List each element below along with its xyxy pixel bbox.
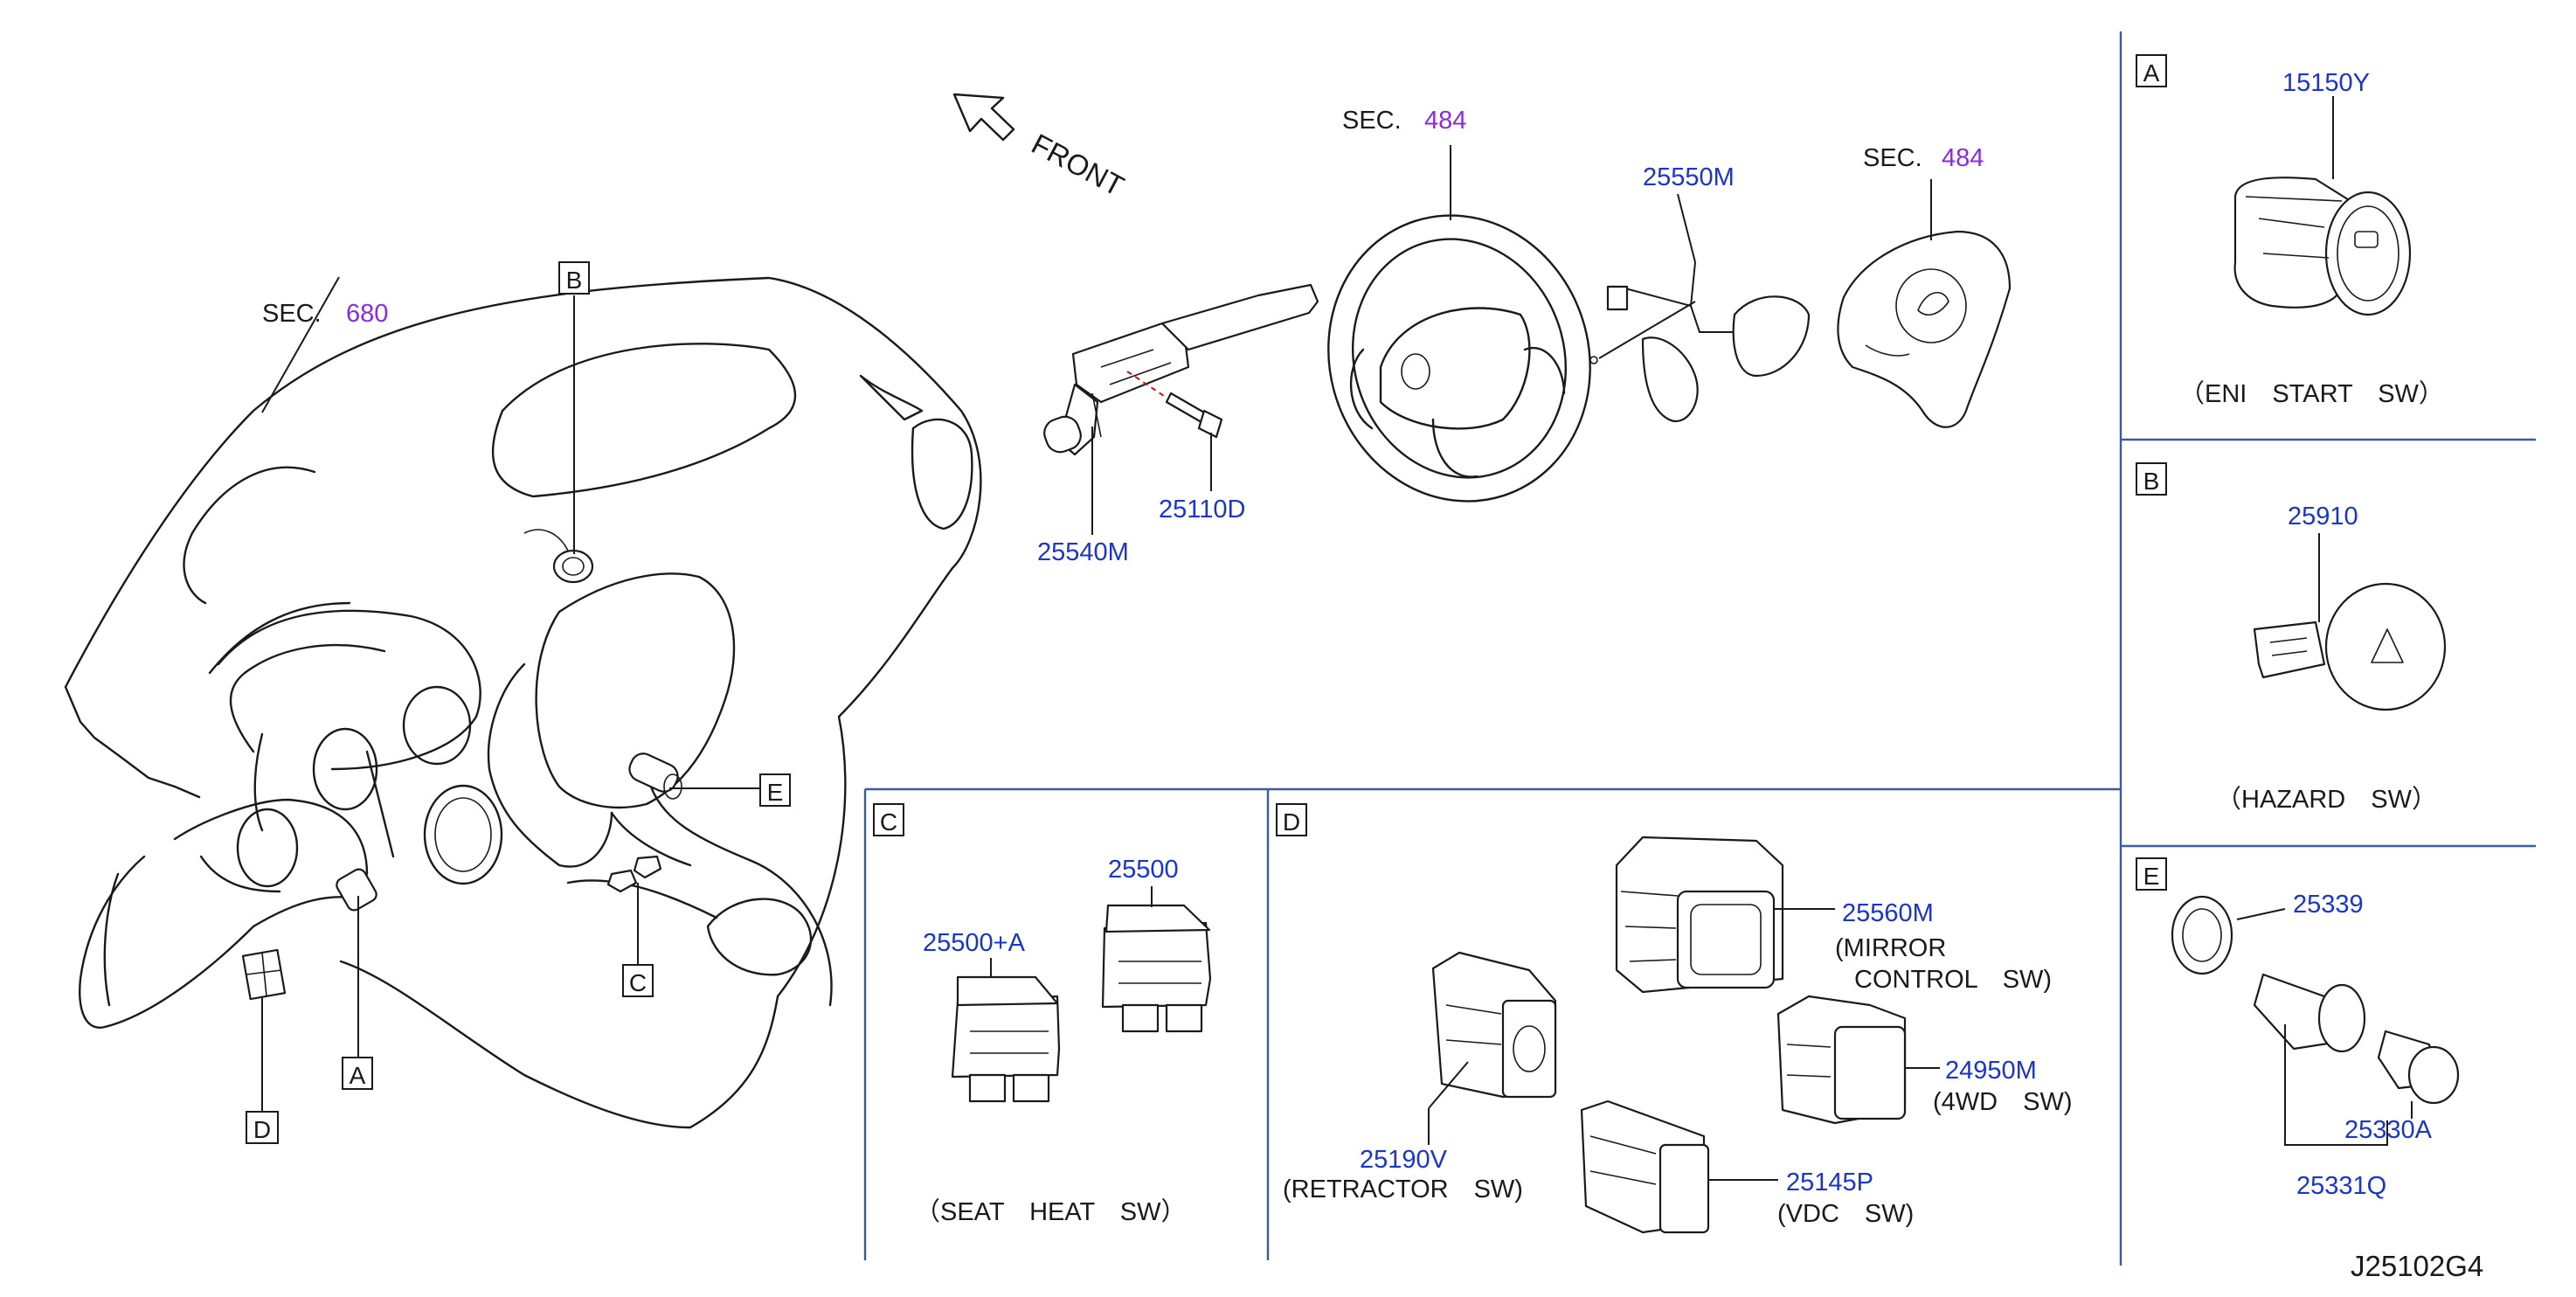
sec-484-airbag-number[interactable]: 484 <box>1942 144 1984 172</box>
steering-wheel <box>1327 145 1591 503</box>
caption-eni-start: （ENI START SW） <box>2179 380 2444 408</box>
part-25145P[interactable]: 25145P <box>1786 1169 1873 1196</box>
d-panel-switches <box>1428 836 1940 1234</box>
panel-borders <box>863 31 2536 1266</box>
eni-start-switch <box>2233 96 2412 316</box>
caption-seat-heat: （SEAT HEAT SW） <box>915 1198 1186 1226</box>
callout-e-dash: E <box>767 779 784 806</box>
sec-484-airbag-prefix: SEC. <box>1863 144 1922 172</box>
part-24950M[interactable]: 24950M <box>1945 1057 2037 1085</box>
part-25500A[interactable]: 25500+A <box>923 929 1026 957</box>
part-25540M[interactable]: 25540M <box>1037 538 1129 566</box>
panel-a-label: A <box>2143 59 2160 87</box>
part-25550M[interactable]: 25550M <box>1643 163 1735 191</box>
steering-switch-harness <box>1589 193 1811 422</box>
cigarette-lighter <box>2171 895 2460 1146</box>
caption-retractor: (RETRACTOR SW) <box>1283 1176 1523 1203</box>
caption-vdc: (VDC SW) <box>1777 1200 1914 1228</box>
part-15150Y[interactable]: 15150Y <box>2282 69 2370 97</box>
panel-e-label: E <box>2143 863 2160 890</box>
panel-d-label: D <box>1283 808 1300 836</box>
panel-b-label: B <box>2143 468 2160 495</box>
sec-680-prefix: SEC. <box>262 300 322 328</box>
part-25339[interactable]: 25339 <box>2293 891 2364 919</box>
part-25500[interactable]: 25500 <box>1108 856 1179 884</box>
part-25331Q[interactable]: 25331Q <box>2296 1172 2386 1200</box>
seat-heat-switches <box>951 886 1212 1103</box>
callout-b-dash: B <box>566 267 583 294</box>
sec-484-wheel-prefix: SEC. <box>1342 107 1402 135</box>
combination-switch <box>1043 283 1319 535</box>
sec-484-wheel-number[interactable]: 484 <box>1424 107 1466 135</box>
airbag-module <box>1837 179 2012 428</box>
front-arrow <box>952 93 1015 142</box>
callout-a-dash: A <box>350 1062 366 1089</box>
diagram-code: J25102G4 <box>2351 1250 2483 1282</box>
part-25560M[interactable]: 25560M <box>1842 899 1934 927</box>
callout-d-dash: D <box>253 1116 271 1143</box>
part-25910[interactable]: 25910 <box>2288 503 2358 531</box>
caption-hazard: （HAZARD SW） <box>2216 786 2437 814</box>
part-25190V[interactable]: 25190V <box>1360 1146 1448 1174</box>
callout-c-dash: C <box>629 969 647 996</box>
dash-leaders <box>261 276 760 1112</box>
caption-mirror-2: CONTROL SW) <box>1854 966 2052 994</box>
panel-c-label: C <box>880 808 897 836</box>
dashboard-illustration <box>64 276 982 1129</box>
hazard-switch <box>2253 533 2447 711</box>
callout-boxes <box>246 54 2167 1144</box>
part-25330A[interactable]: 25330A <box>2344 1116 2433 1144</box>
front-label: FRONT <box>1027 128 1130 203</box>
sec-680-number[interactable]: 680 <box>346 300 388 328</box>
caption-mirror-1: (MIRROR <box>1835 934 1946 962</box>
caption-4wd: (4WD SW) <box>1933 1088 2072 1116</box>
part-25110D[interactable]: 25110D <box>1159 496 1245 524</box>
